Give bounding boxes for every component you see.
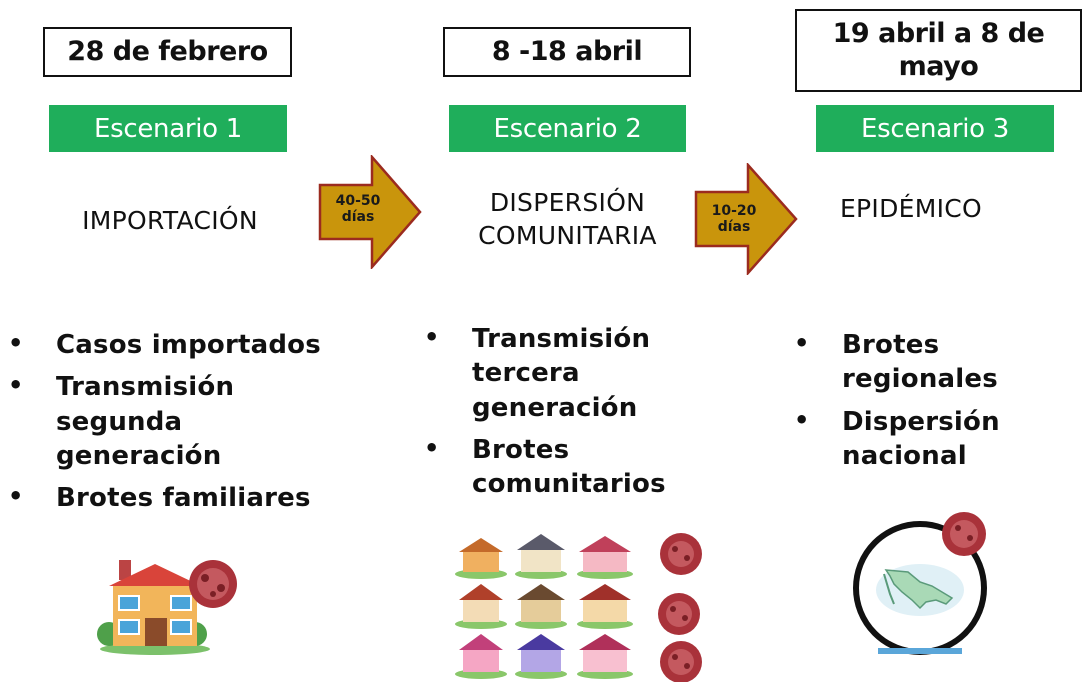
date-label: 8 -18 abril [491,35,643,67]
arrow-duration-label: 10-20 días [711,203,757,236]
bullet-list-stage-1: Casos importados Transmisión segunda gen… [8,328,338,524]
house-with-virus-icon [95,556,240,656]
list-item: Casos importados [8,328,338,362]
bullet-list-stage-2: Transmisión tercera generación Brotes co… [424,322,684,510]
scenario-label: Escenario 3 [860,113,1009,144]
virus-icon [658,593,700,635]
scenario-banner-2: Escenario 2 [449,105,686,152]
phase-title-2: DISPERSIÓN COMUNITARIA [478,188,657,250]
arrow-right-icon: 10-20 días [694,163,798,275]
virus-icon [189,560,237,608]
list-item: Brotes comunitarios [424,433,684,502]
scenario-label: Escenario 2 [493,113,642,144]
list-item: Brotes regionales [794,328,1034,397]
date-box-stage-3: 19 abril a 8 de mayo [795,9,1082,92]
date-label: 28 de febrero [67,35,268,67]
scenario-banner-1: Escenario 1 [49,105,287,152]
list-item: Brotes familiares [8,481,338,515]
phase-title-3: EPIDÉMICO [839,194,983,223]
houses-grid-with-viruses-icon [453,530,708,683]
arrow-right-icon: 40-50 días [318,155,422,269]
virus-icon [660,533,702,575]
list-item: Transmisión tercera generación [424,322,684,425]
phase-title-1: IMPORTACIÓN [82,206,258,235]
bullet-list-stage-3: Brotes regionales Dispersión nacional [794,328,1034,481]
virus-icon [660,641,702,683]
list-item: Dispersión nacional [794,405,1034,474]
arrow-duration-label: 40-50 días [335,193,381,226]
list-item: Transmisión segunda generación [8,370,338,473]
virus-icon [942,512,986,556]
date-box-stage-1: 28 de febrero [43,27,292,77]
date-label: 19 abril a 8 de mayo [832,18,1045,82]
mexico-map-with-virus-icon [850,508,995,658]
scenario-banner-3: Escenario 3 [816,105,1054,152]
date-box-stage-2: 8 -18 abril [443,27,691,77]
scenario-label: Escenario 1 [93,113,242,144]
